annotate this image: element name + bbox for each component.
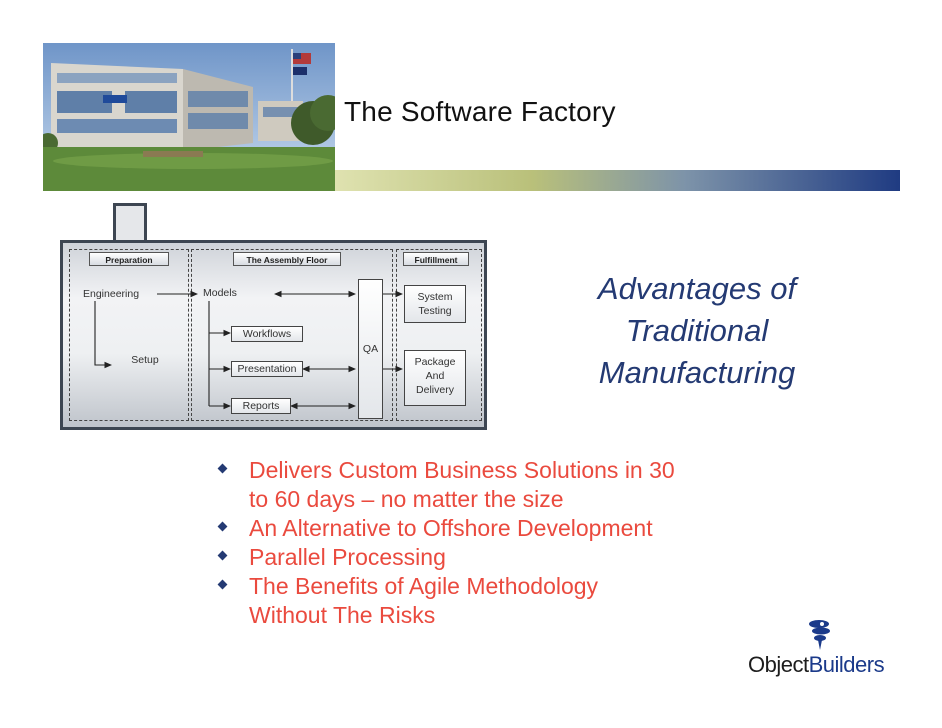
software-factory-diagram: Preparation The Assembly Floor Fulfillme… [60,240,487,430]
box-reports: Reports [231,398,291,414]
box-setup: Setup [113,351,177,381]
box-models: Models [199,286,275,302]
logo-wordmark: ObjectBuilders [748,652,884,678]
bullet-item: The Benefits of Agile Methodology Withou… [217,572,777,630]
objectbuilders-logo: ObjectBuilders [748,618,908,678]
box-package-delivery: Package And Delivery [404,350,466,406]
diamond-bullet-icon [218,551,228,561]
box-system-testing: System Testing [404,285,466,323]
box-presentation: Presentation [231,361,303,377]
bullet-item: Delivers Custom Business Solutions in 30… [217,456,777,514]
advantages-headline: Advantages of Traditional Manufacturing [572,268,822,394]
box-workflows: Workflows [231,326,303,342]
diamond-bullet-icon [218,464,228,474]
box-engineering: Engineering [83,287,157,303]
logo-swirl-icon [806,618,836,652]
preparation-tab [113,203,147,244]
bullet-item: Parallel Processing [217,543,777,572]
bullet-list: Delivers Custom Business Solutions in 30… [217,456,777,630]
diamond-bullet-icon [218,580,228,590]
building-photo [43,43,335,191]
box-qa: QA [358,279,383,419]
header-gradient-band [43,170,900,191]
slide-title: The Software Factory [344,96,616,128]
bullet-item: An Alternative to Offshore Development [217,514,777,543]
diamond-bullet-icon [218,522,228,532]
